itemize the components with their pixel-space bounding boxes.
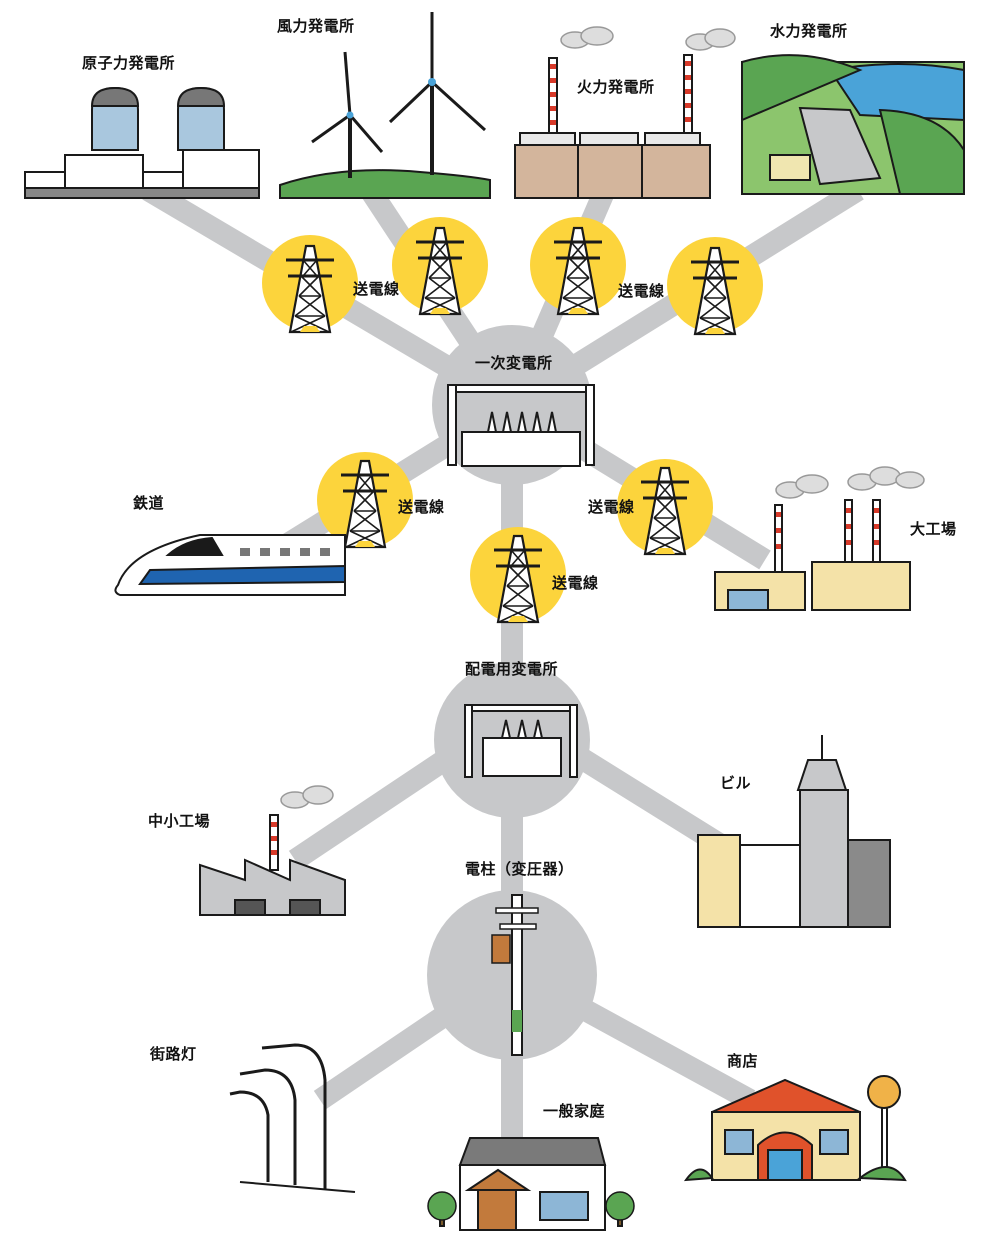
tower-disc-5 — [317, 452, 413, 549]
transmission-line-label-3: 送電線 — [398, 498, 445, 516]
primary-substation-hub — [432, 325, 595, 485]
tower-disc-6 — [617, 459, 713, 556]
distribution-substation-hub — [434, 662, 590, 818]
thermal-plant-illustration — [514, 26, 736, 199]
nuclear-plant-label: 原子力発電所 — [82, 54, 176, 72]
buildings-illustration — [697, 735, 891, 928]
wind-farm-illustration — [279, 12, 491, 199]
wind-farm-label: 風力発電所 — [277, 17, 355, 35]
home-label: 一般家庭 — [543, 1102, 606, 1120]
shop-illustration — [683, 1075, 907, 1182]
transmission-line-label-5: 送電線 — [552, 574, 599, 592]
thermal-plant-label: 火力発電所 — [577, 78, 655, 96]
transmission-line-label-1: 送電線 — [353, 280, 400, 298]
tower-disc-4 — [667, 237, 763, 336]
train-illustration — [114, 534, 346, 596]
tower-disc-7 — [470, 527, 566, 624]
transmission-line-label-2: 送電線 — [618, 282, 665, 300]
large-factory-illustration — [714, 466, 925, 611]
transmission-line-label-4: 送電線 — [588, 498, 635, 516]
hydro-plant-label: 水力発電所 — [770, 22, 848, 40]
streetlight-illustration — [229, 1043, 356, 1193]
utility-pole-label: 電柱（変圧器） — [465, 860, 574, 878]
primary-substation-label: 一次変電所 — [475, 354, 553, 372]
building-label: ビル — [720, 774, 752, 792]
large-factory-label: 大工場 — [910, 520, 957, 538]
utility-pole-hub — [427, 890, 597, 1060]
nuclear-plant-illustration — [24, 86, 260, 199]
shop-label: 商店 — [727, 1052, 759, 1070]
small-factory-illustration — [199, 785, 346, 916]
tower-disc-2 — [392, 217, 488, 316]
railway-label: 鉄道 — [133, 494, 165, 512]
small-factory-label: 中小工場 — [148, 812, 211, 830]
streetlight-label: 街路灯 — [150, 1045, 197, 1063]
hydro-plant-illustration — [741, 54, 965, 195]
house-illustration — [427, 1137, 635, 1231]
distribution-substation-label: 配電用変電所 — [465, 660, 559, 678]
tower-disc-3 — [530, 217, 626, 316]
tower-disc-1 — [262, 235, 358, 334]
